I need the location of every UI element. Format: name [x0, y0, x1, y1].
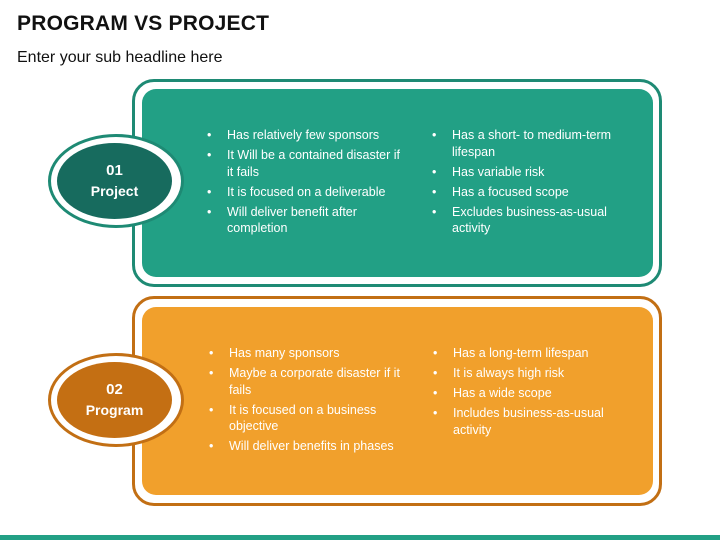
- program-right-list: Has a long-term lifespan It is always hi…: [431, 345, 636, 442]
- list-item: Will deliver benefits in phases: [207, 438, 407, 455]
- list-item: Has a short- to medium-term lifespan: [430, 127, 635, 160]
- footer-accent-bar: [0, 535, 720, 540]
- list-item: It Will be a contained disaster if it fa…: [205, 147, 405, 180]
- project-left-list: Has relatively few sponsors It Will be a…: [205, 127, 405, 240]
- list-item: Has many sponsors: [207, 345, 407, 362]
- list-item: It is always high risk: [431, 365, 636, 382]
- list-item: Has a focused scope: [430, 184, 635, 201]
- program-left-list: Has many sponsors Maybe a corporate disa…: [207, 345, 407, 458]
- program-badge-number: 02: [106, 381, 123, 398]
- list-item: Excludes business-as-usual activity: [430, 204, 635, 237]
- page-title: PROGRAM VS PROJECT: [17, 12, 270, 35]
- project-right-list: Has a short- to medium-term lifespan Has…: [430, 127, 635, 240]
- list-item: Has variable risk: [430, 164, 635, 181]
- program-badge-label: Program: [85, 402, 144, 418]
- program-badge: 02 Program: [57, 362, 172, 438]
- list-item: It is focused on a deliverable: [205, 184, 405, 201]
- list-item: Has relatively few sponsors: [205, 127, 405, 144]
- project-badge: 01 Project: [57, 143, 172, 219]
- list-item: It is focused on a business objective: [207, 402, 407, 435]
- list-item: Has a wide scope: [431, 385, 636, 402]
- list-item: Maybe a corporate disaster if it fails: [207, 365, 407, 398]
- list-item: Includes business-as-usual activity: [431, 405, 636, 438]
- list-item: Has a long-term lifespan: [431, 345, 636, 362]
- page-subtitle: Enter your sub headline here: [17, 49, 223, 66]
- list-item: Will deliver benefit after completion: [205, 204, 405, 237]
- project-badge-number: 01: [106, 162, 123, 179]
- project-badge-label: Project: [90, 183, 139, 199]
